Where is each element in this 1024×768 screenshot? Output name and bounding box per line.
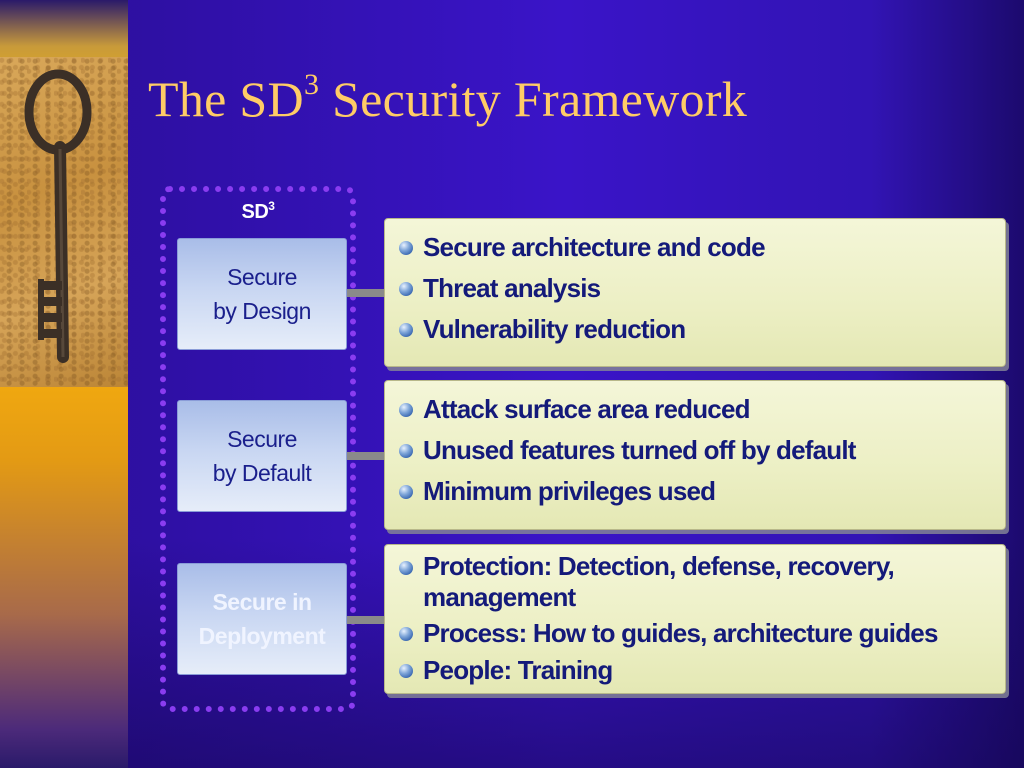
bullet-sphere-icon <box>399 241 413 255</box>
bullet-sphere-icon <box>399 323 413 337</box>
list-item: Vulnerability reduction <box>399 313 989 346</box>
slide-title: The SD3 Security Framework <box>148 68 748 128</box>
list-item: Threat analysis <box>399 272 989 305</box>
bullet-sphere-icon <box>399 664 413 678</box>
framework-label: SD3 <box>241 199 276 223</box>
bullet-sphere-icon <box>399 282 413 296</box>
panel-default: Attack surface area reduced Unused featu… <box>384 380 1006 530</box>
bullet-sphere-icon <box>399 627 413 641</box>
list-item: Protection: Detection, defense, recovery… <box>399 551 989 613</box>
list-item: Process: How to guides, architecture gui… <box>399 617 989 650</box>
key-image <box>0 57 128 387</box>
list-item: Attack surface area reduced <box>399 393 989 426</box>
list-item: Unused features turned off by default <box>399 434 989 467</box>
connector-default <box>347 452 384 460</box>
list-item: People: Training <box>399 654 989 687</box>
panel-design: Secure architecture and code Threat anal… <box>384 218 1006 367</box>
framework-frame <box>160 186 356 712</box>
connector-deployment <box>347 616 384 624</box>
title-superscript: 3 <box>303 68 320 101</box>
key-icon <box>24 69 92 363</box>
connector-design <box>347 289 384 297</box>
bullet-sphere-icon <box>399 403 413 417</box>
list-item: Minimum privileges used <box>399 475 989 508</box>
bullet-sphere-icon <box>399 444 413 458</box>
panel-deployment: Protection: Detection, defense, recovery… <box>384 544 1006 694</box>
bullet-sphere-icon <box>399 561 413 575</box>
list-item: Secure architecture and code <box>399 231 989 264</box>
bullet-sphere-icon <box>399 485 413 499</box>
